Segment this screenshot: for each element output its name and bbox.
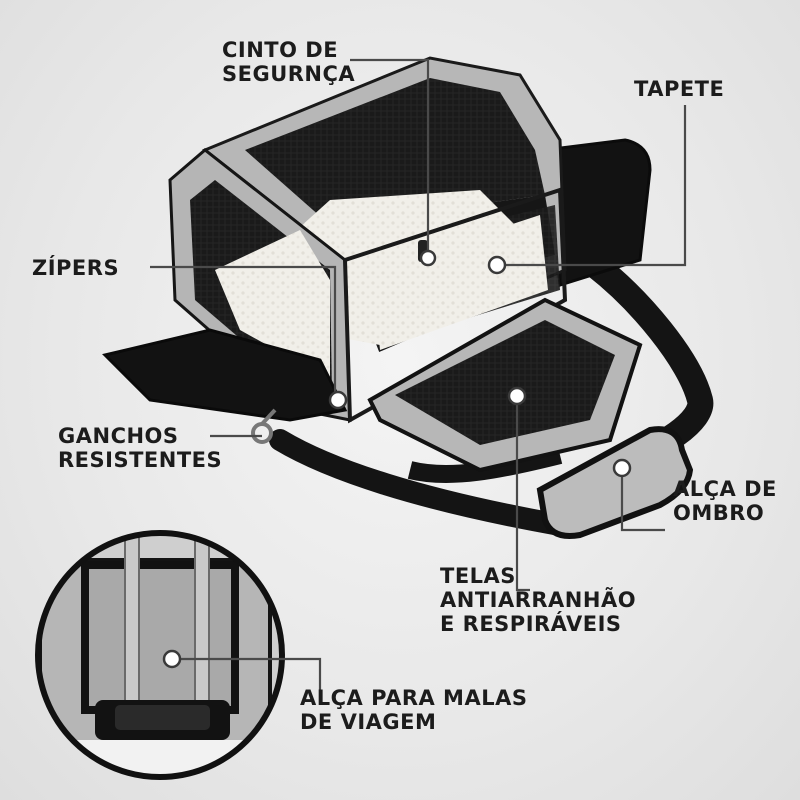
luggage-inset [35,530,285,780]
leader-lines [150,58,687,690]
shoulder-pad [536,426,694,539]
right-flap [543,138,652,287]
front-flap [367,297,643,473]
callout-dots [162,249,632,669]
left-flap [102,328,348,422]
label-zippers: ZÍPERS [32,256,120,280]
metal-hook [251,408,277,444]
label-mat: TAPETE [634,77,725,101]
carrier-body [168,56,568,424]
